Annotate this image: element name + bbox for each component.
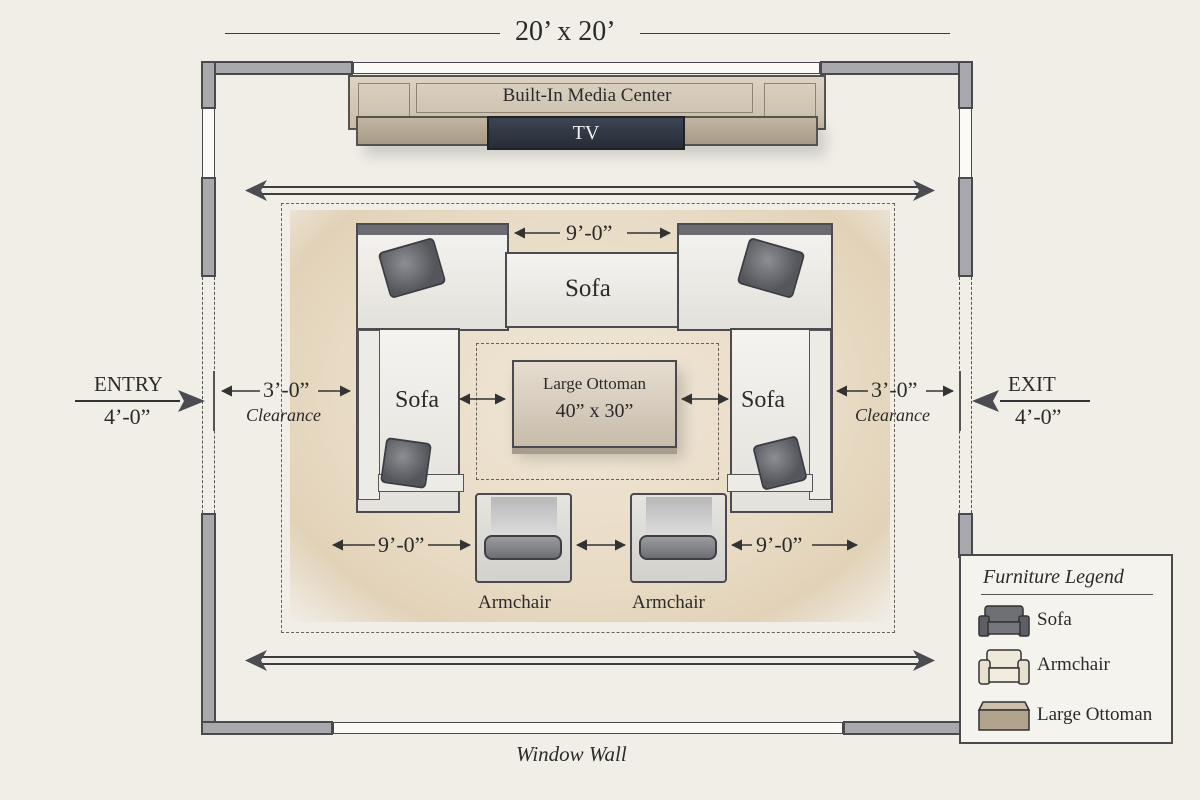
window-wall-label: Window Wall [516,742,627,766]
legend-label-sofa: Sofa [1037,609,1072,630]
armchair-right-back [646,497,712,535]
right-clearance-value: 3’-0” [871,377,918,402]
armchair-left-seat [484,535,562,560]
exit-door-jamb [959,371,961,431]
sofa-top-back-right [679,225,831,235]
sofa-left-label: Sofa [395,387,439,413]
ottoman-zone-outline [476,343,719,480]
legend-label-ottoman: Large Ottoman [1037,704,1153,725]
ottoman-label: Large Ottoman [542,374,647,393]
window-bottom [333,722,843,734]
tv-label: TV [572,122,600,144]
width-arrow-bottom [245,650,935,671]
armchair-left-label: Armchair [478,592,551,613]
sofa-top-label: Sofa [565,275,611,302]
sofa-top-back-left [358,225,507,235]
furniture-legend: Furniture Legend Sofa Armchair Large Ott… [959,554,1173,744]
entry-door-jamb [213,371,215,431]
rug-outline [281,203,895,633]
left-clearance-label: Clearance [246,405,321,425]
media-center-label: Built-In Media Center [502,85,672,106]
entry-label: ENTRY [94,372,163,396]
legend-title-rule [981,594,1153,595]
wall-right-mid [958,177,973,277]
tv: TV [487,116,685,150]
sofa-left-arm [358,330,380,500]
width-arrow-top [245,180,935,201]
legend-label-armchair: Armchair [1037,654,1110,675]
legend-title: Furniture Legend [983,566,1124,588]
room-dimensions: 20’ x 20’ [515,16,616,47]
wall-left-mid [201,177,216,277]
sofa-gap-dimension: 9’-0” [566,220,613,245]
armchair-right-dimension: 9’-0” [756,532,803,557]
exit-label: EXIT [1008,372,1056,396]
sofa-right-label: Sofa [741,387,785,413]
ottoman-size: 40” x 30” [555,400,634,422]
armchair-icon [978,649,1030,685]
sofa-icon [978,605,1030,637]
ottoman-icon [977,701,1031,731]
exit-width: 4’-0” [1015,404,1062,429]
armchair-right-seat [639,535,717,560]
media-panel-center [416,83,753,113]
armchair-left-back [491,497,557,535]
armchair-right-label: Armchair [632,592,705,613]
sofa-top-center [505,252,681,328]
armchair-left-dimension: 9’-0” [378,532,425,557]
armchair-left[interactable] [475,493,572,583]
entry-width: 4’-0” [104,404,151,429]
title-rule-right [640,33,950,34]
title-rule-left [225,33,500,34]
wall-bottom-left [201,721,333,735]
left-clearance-value: 3’-0” [263,377,310,402]
large-ottoman[interactable]: Large Ottoman 40” x 30” [512,360,677,448]
armchair-right[interactable] [630,493,727,583]
right-clearance-label: Clearance [855,405,930,425]
window-top [353,62,820,74]
sofa-right-arm [809,330,831,500]
